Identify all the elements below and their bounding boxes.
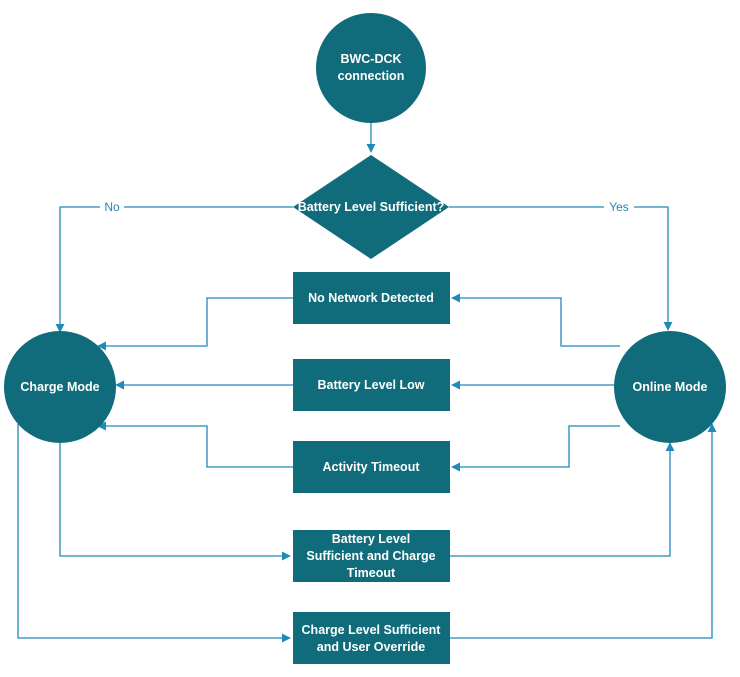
activity-timeout-label: Activity Timeout	[322, 460, 420, 474]
charge-mode-node: Charge Mode	[4, 331, 116, 443]
online-mode-node: Online Mode	[614, 331, 726, 443]
charge-timeout-label-line-1: Battery Level	[332, 532, 411, 546]
no-network-label: No Network Detected	[308, 291, 434, 305]
edge-label-yes: Yes	[609, 200, 629, 214]
edge-no-network-to-charge	[97, 297, 293, 351]
edge-decision-yes-to-online-mode	[449, 206, 673, 331]
edge-activity-timeout-to-charge	[97, 421, 293, 468]
user-override-label-line-2: and User Override	[317, 640, 425, 654]
edge-online-to-activity-timeout	[451, 425, 620, 472]
edge-online-to-no-network	[451, 293, 620, 347]
start-node-label-line-1: BWC-DCK	[340, 52, 401, 66]
charge-timeout-label-line-2: Sufficient and Charge	[306, 549, 435, 563]
edges: No Yes	[17, 122, 717, 643]
edge-decision-no-to-charge-mode	[55, 206, 293, 333]
battery-low-label: Battery Level Low	[318, 378, 425, 392]
start-node-label-line-2: connection	[338, 69, 405, 83]
charge-mode-label: Charge Mode	[20, 380, 99, 394]
battery-low-box: Battery Level Low	[293, 359, 450, 411]
edge-charge-to-charge-timeout	[59, 442, 291, 561]
online-mode-label: Online Mode	[633, 380, 708, 394]
edge-user-override-to-online	[450, 423, 717, 639]
user-override-box: Charge Level Sufficient and User Overrid…	[293, 612, 450, 664]
decision-node-label: Battery Level Sufficient?	[298, 200, 445, 214]
no-network-box: No Network Detected	[293, 272, 450, 324]
charge-timeout-label-line-3: Timeout	[347, 566, 396, 580]
edge-label-no: No	[104, 200, 120, 214]
activity-timeout-box: Activity Timeout	[293, 441, 450, 493]
decision-node: Battery Level Sufficient?	[293, 155, 449, 259]
start-node: BWC-DCK connection	[316, 13, 426, 123]
charge-timeout-box: Battery Level Sufficient and Charge Time…	[293, 530, 450, 582]
edge-charge-timeout-to-online	[450, 442, 675, 557]
user-override-label-line-1: Charge Level Sufficient	[302, 623, 442, 637]
edge-charge-to-user-override	[17, 424, 291, 643]
